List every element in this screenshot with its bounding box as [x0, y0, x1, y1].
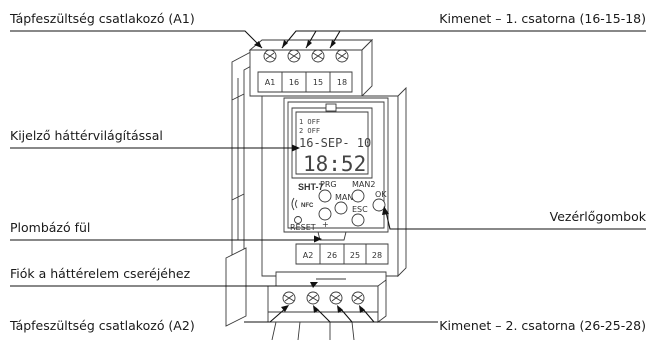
callout-supply-a2: Tápfeszültség csatlakozó (A2) — [9, 305, 289, 333]
callout-label-output-ch1: Kimenet – 1. csatorna (16-15-18) — [439, 11, 646, 26]
plus-button[interactable] — [318, 207, 332, 221]
esc-label: ESC — [352, 205, 368, 214]
lcd-time: 18:52 — [303, 152, 366, 176]
nfc-icon: NFC — [291, 197, 314, 211]
callout-label-supply-a2: Tápfeszültség csatlakozó (A2) — [9, 318, 195, 333]
man2-label: MAN2 — [352, 180, 375, 189]
callout-label-buttons: Vezérlőgombok — [550, 209, 647, 224]
man-label: MAN — [335, 193, 353, 202]
callout-label-seal-tab: Plombázó fül — [10, 220, 90, 235]
leader-line-supply-a2 — [244, 307, 287, 323]
control-buttons: PRG MAN MAN2 OK ESC + RESET — [290, 180, 387, 232]
lcd-channel-2: 2 OFF — [299, 127, 320, 135]
callout-label-display: Kijelző háttérvilágítással — [10, 128, 163, 143]
terminal-label-26: 26 — [327, 251, 337, 260]
nfc-label: NFC — [301, 203, 314, 209]
prg-button[interactable] — [318, 189, 332, 203]
lcd-display: 1 OFF 2 OFF 16-SEP- 10 18:52 — [291, 103, 373, 179]
callout-supply-a1: Tápfeszültség csatlakozó (A1) — [9, 11, 263, 49]
top-terminal-block-side — [361, 38, 373, 98]
callout-battery-drawer: Fiók a háttérelem cseréjéhez — [10, 266, 318, 288]
bottom-screws — [282, 291, 365, 305]
arrowhead-output-ch2-a — [313, 305, 319, 313]
front-cover — [283, 97, 389, 233]
arrowhead-output-ch1-b — [306, 40, 312, 48]
terminal-label-15: 15 — [313, 78, 323, 87]
plus-label: + — [322, 220, 329, 229]
callout-label-battery-drawer: Fiók a háttérelem cseréjéhez — [10, 266, 191, 281]
model-label: SHT-7 — [298, 182, 324, 192]
top-terminal-block-top — [248, 39, 374, 51]
reset-label: RESET — [290, 223, 316, 232]
terminal-label-a2: A2 — [303, 251, 314, 260]
din-clip-rib — [231, 78, 245, 240]
esc-button[interactable] — [351, 213, 365, 227]
arrowhead-supply-a2 — [281, 305, 289, 312]
leader-line-supply-a1 — [10, 30, 263, 49]
lcd-date: 16-SEP- 10 — [299, 136, 371, 150]
callout-seal-tab: Plombázó fül — [10, 220, 322, 243]
terminal-label-16: 16 — [289, 78, 299, 87]
device-body-side — [397, 86, 407, 278]
arrowhead-supply-a1 — [254, 41, 262, 48]
arrowhead-seal-tab — [314, 235, 322, 243]
terminal-label-18: 18 — [337, 78, 347, 87]
leader-line-buttons — [385, 211, 646, 230]
callout-display: Kijelző háttérvilágítással — [10, 128, 300, 152]
ok-button[interactable] — [372, 198, 386, 212]
device-illustration: A1 16 15 18 1 OFF 2 OFF 16-SEP- 10 18:52… — [225, 38, 407, 340]
arrowhead-buttons — [382, 206, 389, 215]
reset-button[interactable] — [294, 216, 302, 224]
top-screws — [263, 49, 349, 63]
callout-label-output-ch2: Kimenet – 2. csatorna (26-25-28) — [439, 318, 646, 333]
callout-output-ch2: Kimenet – 2. csatorna (26-25-28) — [313, 305, 646, 333]
arrowhead-display — [292, 144, 300, 152]
terminal-label-28: 28 — [372, 251, 382, 260]
lcd-channel-1: 1 OFF — [299, 118, 320, 126]
man2-button[interactable] — [351, 189, 365, 203]
man-button[interactable] — [334, 201, 348, 215]
prg-label: PRG — [320, 180, 337, 189]
terminal-label-25: 25 — [350, 251, 360, 260]
seal-tab — [317, 231, 347, 241]
arrowhead-battery-drawer — [310, 282, 318, 288]
arrowhead-output-ch2-b — [337, 305, 343, 313]
bottom-terminal-block — [267, 285, 379, 323]
callout-buttons: Vezérlőgombok — [382, 206, 647, 230]
bottom-terminal-labels — [295, 243, 389, 265]
ok-label: OK — [375, 190, 387, 199]
callout-output-ch1: Kimenet – 1. csatorna (16-15-18) — [281, 11, 646, 49]
arrowhead-output-ch1-c — [330, 40, 336, 48]
arrowhead-output-ch1-a — [282, 40, 288, 48]
arrowhead-output-ch2-c — [359, 305, 365, 313]
callout-label-supply-a1: Tápfeszültség csatlakozó (A1) — [9, 11, 195, 26]
din-rail-foot — [225, 247, 247, 327]
terminal-label-a1: A1 — [265, 78, 276, 87]
